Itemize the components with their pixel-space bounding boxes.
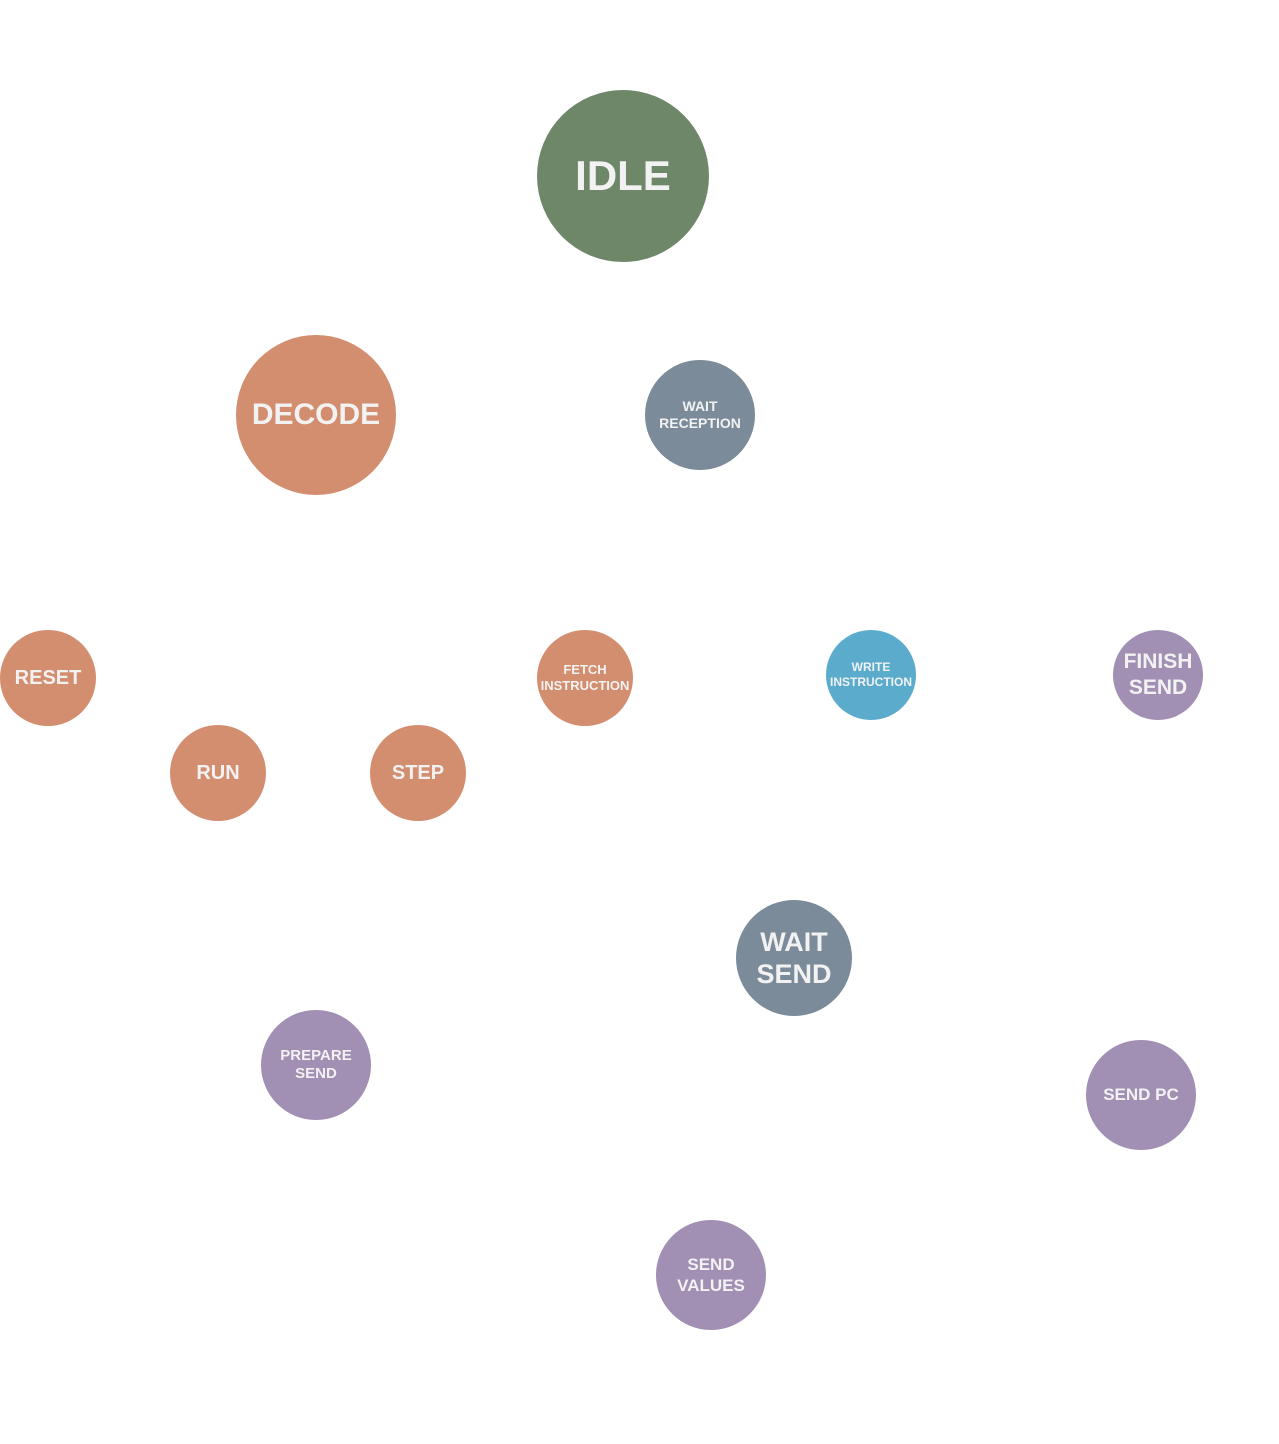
- node-wait-send-label: WAIT SEND: [756, 926, 832, 989]
- node-reset[interactable]: RESET: [0, 630, 96, 726]
- node-prepare-send-label: PREPARE SEND: [280, 1047, 352, 1082]
- node-run-label: RUN: [196, 761, 240, 784]
- node-send-values-label: SEND VALUES: [677, 1254, 745, 1295]
- node-wait-reception-label: WAIT RECEPTION: [659, 397, 741, 432]
- node-wait-send[interactable]: WAIT SEND: [736, 900, 852, 1016]
- node-finish-send[interactable]: FINISH SEND: [1113, 630, 1203, 720]
- node-reset-label: RESET: [14, 666, 82, 689]
- node-write-instruction[interactable]: WRITE INSTRUCTION: [826, 630, 916, 720]
- node-wait-reception[interactable]: WAIT RECEPTION: [645, 360, 755, 470]
- node-fetch-instruction[interactable]: FETCH INSTRUCTION: [537, 630, 633, 726]
- node-prepare-send[interactable]: PREPARE SEND: [261, 1010, 371, 1120]
- node-idle[interactable]: IDLE: [537, 90, 709, 262]
- node-decode[interactable]: DECODE: [236, 335, 396, 495]
- node-send-pc[interactable]: SEND PC: [1086, 1040, 1196, 1150]
- node-finish-send-label: FINISH SEND: [1123, 649, 1193, 699]
- node-decode-label: DECODE: [251, 398, 381, 432]
- node-send-pc-label: SEND PC: [1103, 1085, 1179, 1105]
- node-step[interactable]: STEP: [370, 725, 466, 821]
- node-write-instruction-label: WRITE INSTRUCTION: [830, 660, 912, 689]
- node-send-values[interactable]: SEND VALUES: [656, 1220, 766, 1330]
- node-run[interactable]: RUN: [170, 725, 266, 821]
- node-fetch-instruction-label: FETCH INSTRUCTION: [540, 661, 630, 693]
- node-idle-label: IDLE: [575, 152, 671, 200]
- node-step-label: STEP: [391, 761, 445, 784]
